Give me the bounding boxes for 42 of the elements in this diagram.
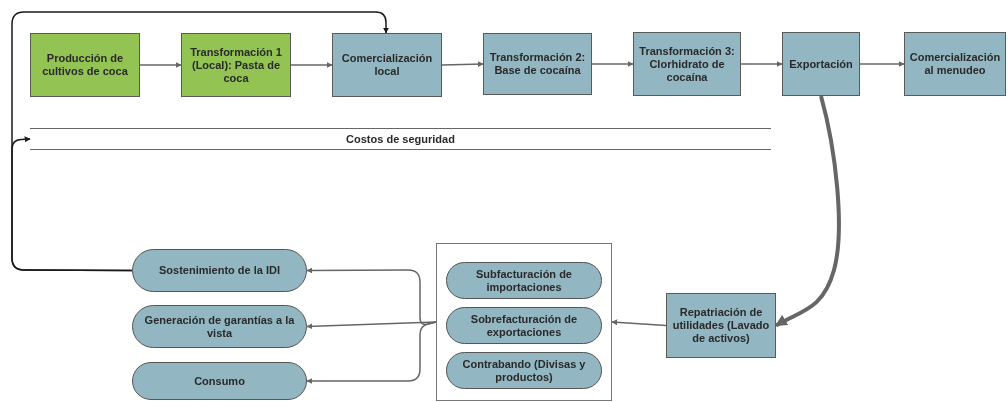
node-text: Exportación: [788, 57, 854, 71]
node-text: Comercialización local: [340, 52, 434, 78]
node-text: Generación de garantías a la vista: [143, 313, 296, 340]
rounded-box: [132, 362, 307, 400]
node-text: Costos de seguridad: [345, 132, 456, 146]
rounded-box: [446, 262, 602, 299]
arrow: [306, 321, 437, 330]
process-box: [181, 33, 291, 97]
node-text: Transformación 2: Base de cocaína: [488, 51, 587, 77]
rounded-box: [132, 249, 307, 292]
node-text: Repatriación de utilidades (Lavado de activos): [671, 306, 771, 345]
node-text: Comercialización al menudeo: [908, 51, 1002, 77]
process-box: [483, 33, 592, 95]
arrow: [139, 62, 182, 68]
arrow: [441, 61, 484, 68]
arrow: [11, 136, 133, 272]
rounded-box: [446, 307, 602, 344]
process-box: [666, 293, 776, 358]
node-text: Transformación 1 (Local): Pasta de coca: [189, 45, 283, 85]
process-box: [782, 32, 860, 96]
arrow: [740, 61, 783, 67]
rounded-box: [132, 305, 307, 348]
node-text: Contrabando (Divisas y productos): [461, 357, 587, 384]
node-text: Subfacturación de importaciones: [475, 267, 573, 294]
arrow: [306, 321, 437, 384]
node-text: Producción de cultivos de coca: [41, 52, 129, 78]
arrow: [591, 61, 634, 67]
arrow: [774, 95, 841, 328]
node-text: Consumo: [193, 374, 246, 388]
process-box: [332, 33, 442, 97]
band: [30, 128, 771, 150]
arrow: [290, 62, 333, 68]
node-text: Sostenimiento de la IDI: [158, 264, 281, 277]
arrow: [859, 61, 905, 67]
process-box: [633, 32, 741, 96]
process-box: [30, 33, 140, 97]
group-frame: [436, 243, 612, 401]
arrow: [611, 319, 667, 327]
rounded-box: [446, 352, 602, 389]
node-text: Sobrefacturación de exportaciones: [469, 312, 579, 339]
node-text: Transformación 3: Clorhidrato de cocaína: [638, 44, 736, 84]
process-box: [904, 32, 1006, 96]
